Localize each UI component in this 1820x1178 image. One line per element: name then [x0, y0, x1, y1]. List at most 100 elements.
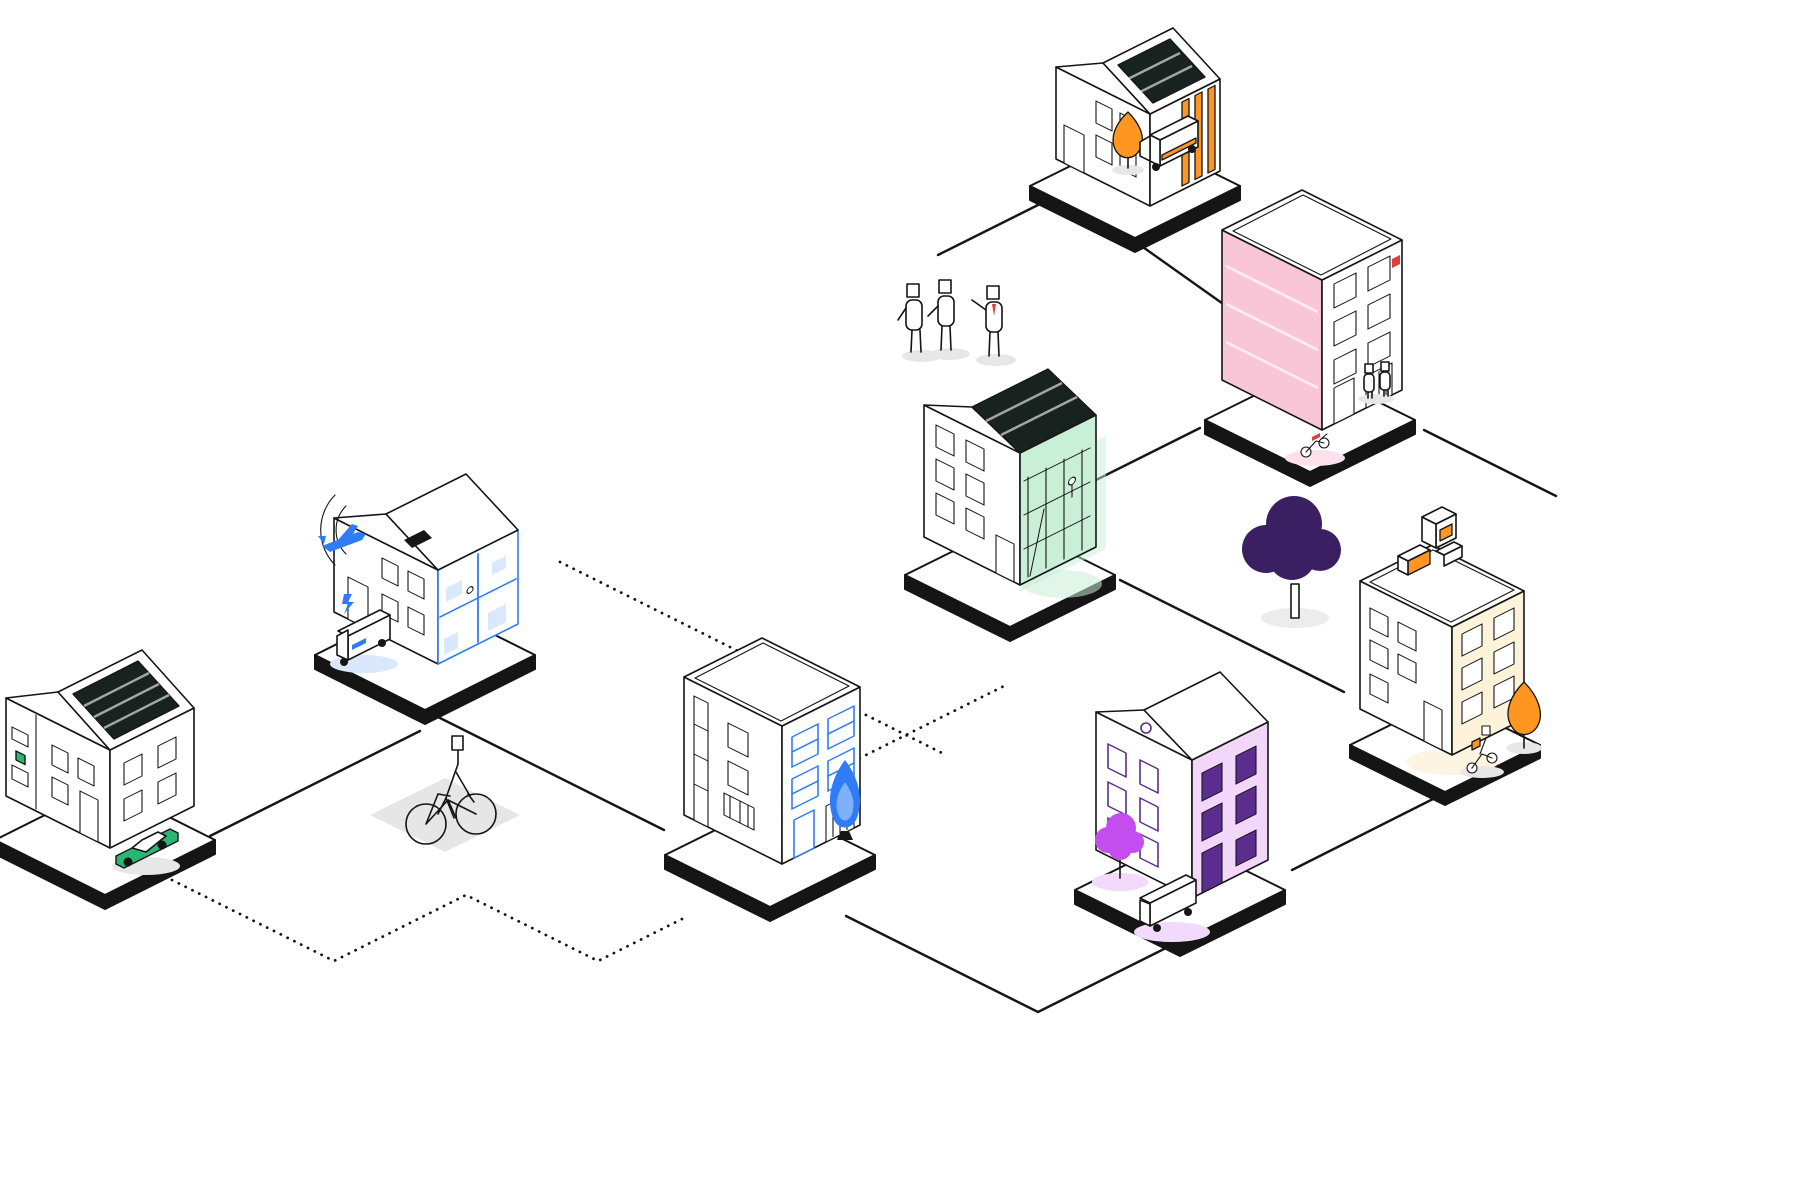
dotted-blue-to-green: [776, 682, 1010, 801]
windows: [1461, 607, 1515, 725]
ladder: [1029, 508, 1045, 577]
van-cargo-top: [1139, 874, 1197, 904]
truck-wheel: [1188, 145, 1196, 153]
flame-stand: [837, 831, 853, 840]
node-tree-dark-purple: [1242, 496, 1341, 628]
box-truck: [336, 609, 391, 666]
van-wheel: [1184, 908, 1192, 916]
white-van: [1139, 874, 1197, 932]
charge-bolt: [342, 594, 354, 614]
windows: [1369, 607, 1443, 751]
truck-logo: [352, 638, 366, 650]
entry-glow: [1285, 450, 1345, 466]
furniture: [444, 632, 458, 655]
magenta-tree: [1092, 813, 1148, 891]
residents: [1358, 361, 1394, 404]
orange-tree: [1112, 111, 1144, 175]
truck-wheel: [1152, 163, 1160, 171]
van-cab: [1139, 899, 1151, 927]
tower-window: [1439, 523, 1453, 542]
truck-cargo-top: [337, 609, 391, 637]
facade-details: [347, 557, 425, 636]
airplane: [318, 494, 366, 566]
path-blue-to-violet: [844, 914, 1182, 1014]
door: [995, 534, 1015, 583]
person: [897, 283, 923, 353]
furniture: [446, 580, 462, 602]
door: [793, 809, 815, 859]
red-sign: [1392, 255, 1400, 268]
person-torso: [937, 295, 955, 327]
node-apartment-rooftop-garden: [1349, 506, 1542, 806]
green-car: [115, 828, 179, 869]
green-appliance: [15, 750, 26, 766]
truck-wheel: [340, 658, 348, 666]
node-townhouse-violet: [1074, 671, 1286, 957]
truck-wheel: [378, 639, 386, 647]
path-green-to-yellow: [1118, 578, 1346, 694]
bicycle-wheel: [405, 803, 447, 845]
orange-tree: [1506, 681, 1542, 754]
dotted-cutaway-to-center: [558, 560, 946, 756]
person-head: [906, 283, 920, 298]
node-cyclist: [370, 735, 520, 852]
person-torso: [905, 299, 923, 331]
tree-trunk: [1290, 583, 1300, 619]
person-shadow: [976, 354, 1016, 366]
roof: [1221, 189, 1403, 281]
solar-roof: [971, 368, 1097, 454]
van-wheel: [1153, 924, 1161, 932]
gable-round-window: [1140, 722, 1152, 734]
facade-details: [693, 695, 755, 831]
furniture: [488, 604, 506, 631]
facade-details: [11, 714, 99, 843]
tree-shadow: [1112, 165, 1144, 175]
node-house-cutaway-blue: [314, 473, 536, 725]
path-top-to-people: [936, 196, 1054, 257]
purple-windows: [1201, 745, 1257, 894]
roof-parapet: [1369, 549, 1515, 623]
tree-glow: [1092, 873, 1148, 891]
van-glow: [1134, 922, 1210, 942]
stair-window: [693, 695, 709, 828]
windows: [935, 424, 1015, 583]
scaffolding: [1023, 447, 1091, 578]
path-yellow-to-violet: [1290, 795, 1439, 872]
skylight: [404, 530, 432, 548]
roof-right-slope: [385, 473, 519, 571]
truck-cab: [336, 629, 349, 661]
delivery-box: [1471, 737, 1481, 751]
delivery-truck: [1139, 115, 1199, 171]
roof-parapet: [694, 642, 850, 722]
person-shadow: [930, 348, 970, 360]
furniture: [492, 556, 506, 575]
person-gesturing: [971, 285, 1003, 357]
connection-paths: [170, 196, 1558, 1014]
truck-stripe: [1161, 137, 1197, 161]
window: [1095, 134, 1113, 166]
bicycle-frame: [425, 793, 477, 825]
door: [1201, 842, 1223, 894]
rider: [437, 735, 471, 819]
bicycle-wheel: [455, 793, 497, 835]
door: [1063, 124, 1085, 174]
solar-line: [1139, 64, 1193, 94]
dotted-left-zigzag: [170, 878, 690, 963]
path-left-to-cutaway: [208, 729, 422, 838]
windows: [123, 736, 177, 822]
stripe: [1207, 84, 1216, 174]
person-head: [986, 285, 1000, 300]
floor-lines: [1226, 264, 1318, 390]
roof-right-slope: [1143, 671, 1269, 761]
person: [927, 279, 955, 351]
rooftop-boxes: [1397, 541, 1463, 576]
truck-cab: [1139, 135, 1151, 162]
door: [1423, 700, 1443, 751]
node-apartment-pink: [1204, 189, 1416, 487]
car-wheel: [157, 840, 167, 850]
scooter-rider: [1460, 725, 1504, 778]
car-cabin: [131, 831, 167, 853]
tree-canopy: [1507, 681, 1541, 736]
